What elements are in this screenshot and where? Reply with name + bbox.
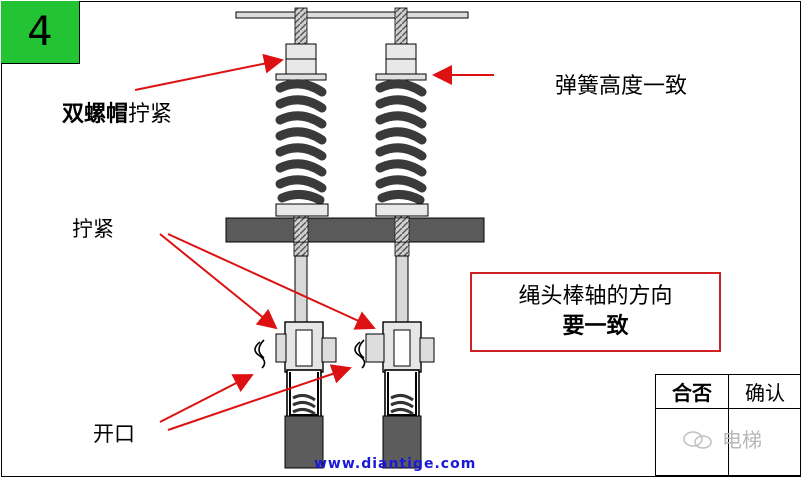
left-rope-hitch [254, 7, 337, 469]
note-line-2: 要一致 [562, 314, 629, 339]
step-number-badge: 4 [1, 1, 80, 64]
note-line-1: 绳头棒轴的方向 [518, 284, 673, 309]
right-rope-hitch [354, 7, 435, 469]
watermark-text: 电梯 [722, 428, 762, 452]
double-nut-label: 双螺帽拧紧 [62, 96, 172, 128]
website-url: www.diantige.com [314, 456, 477, 472]
annotation-arrows [134, 53, 494, 431]
orientation-note: 绳头棒轴的方向 要一致 [470, 272, 721, 352]
spring-height-label: 弹簧高度一致 [555, 74, 688, 99]
right-spring [375, 79, 427, 205]
pass-fail-header: 合否 [656, 375, 729, 408]
hitch-plate [225, 217, 485, 243]
check-table-divider [728, 408, 729, 477]
double-nut-label-bold: 双螺帽 [62, 102, 129, 127]
double-nut-label-rest: 拧紧 [128, 102, 173, 127]
left-spring [275, 79, 327, 205]
check-table: 合否 确认 [655, 374, 801, 477]
confirm-header: 确认 [745, 381, 785, 405]
top-beam [235, 11, 469, 19]
wechat-icon [683, 431, 712, 449]
tighten-label: 拧紧 [72, 217, 114, 241]
opening-label: 开口 [93, 422, 135, 446]
